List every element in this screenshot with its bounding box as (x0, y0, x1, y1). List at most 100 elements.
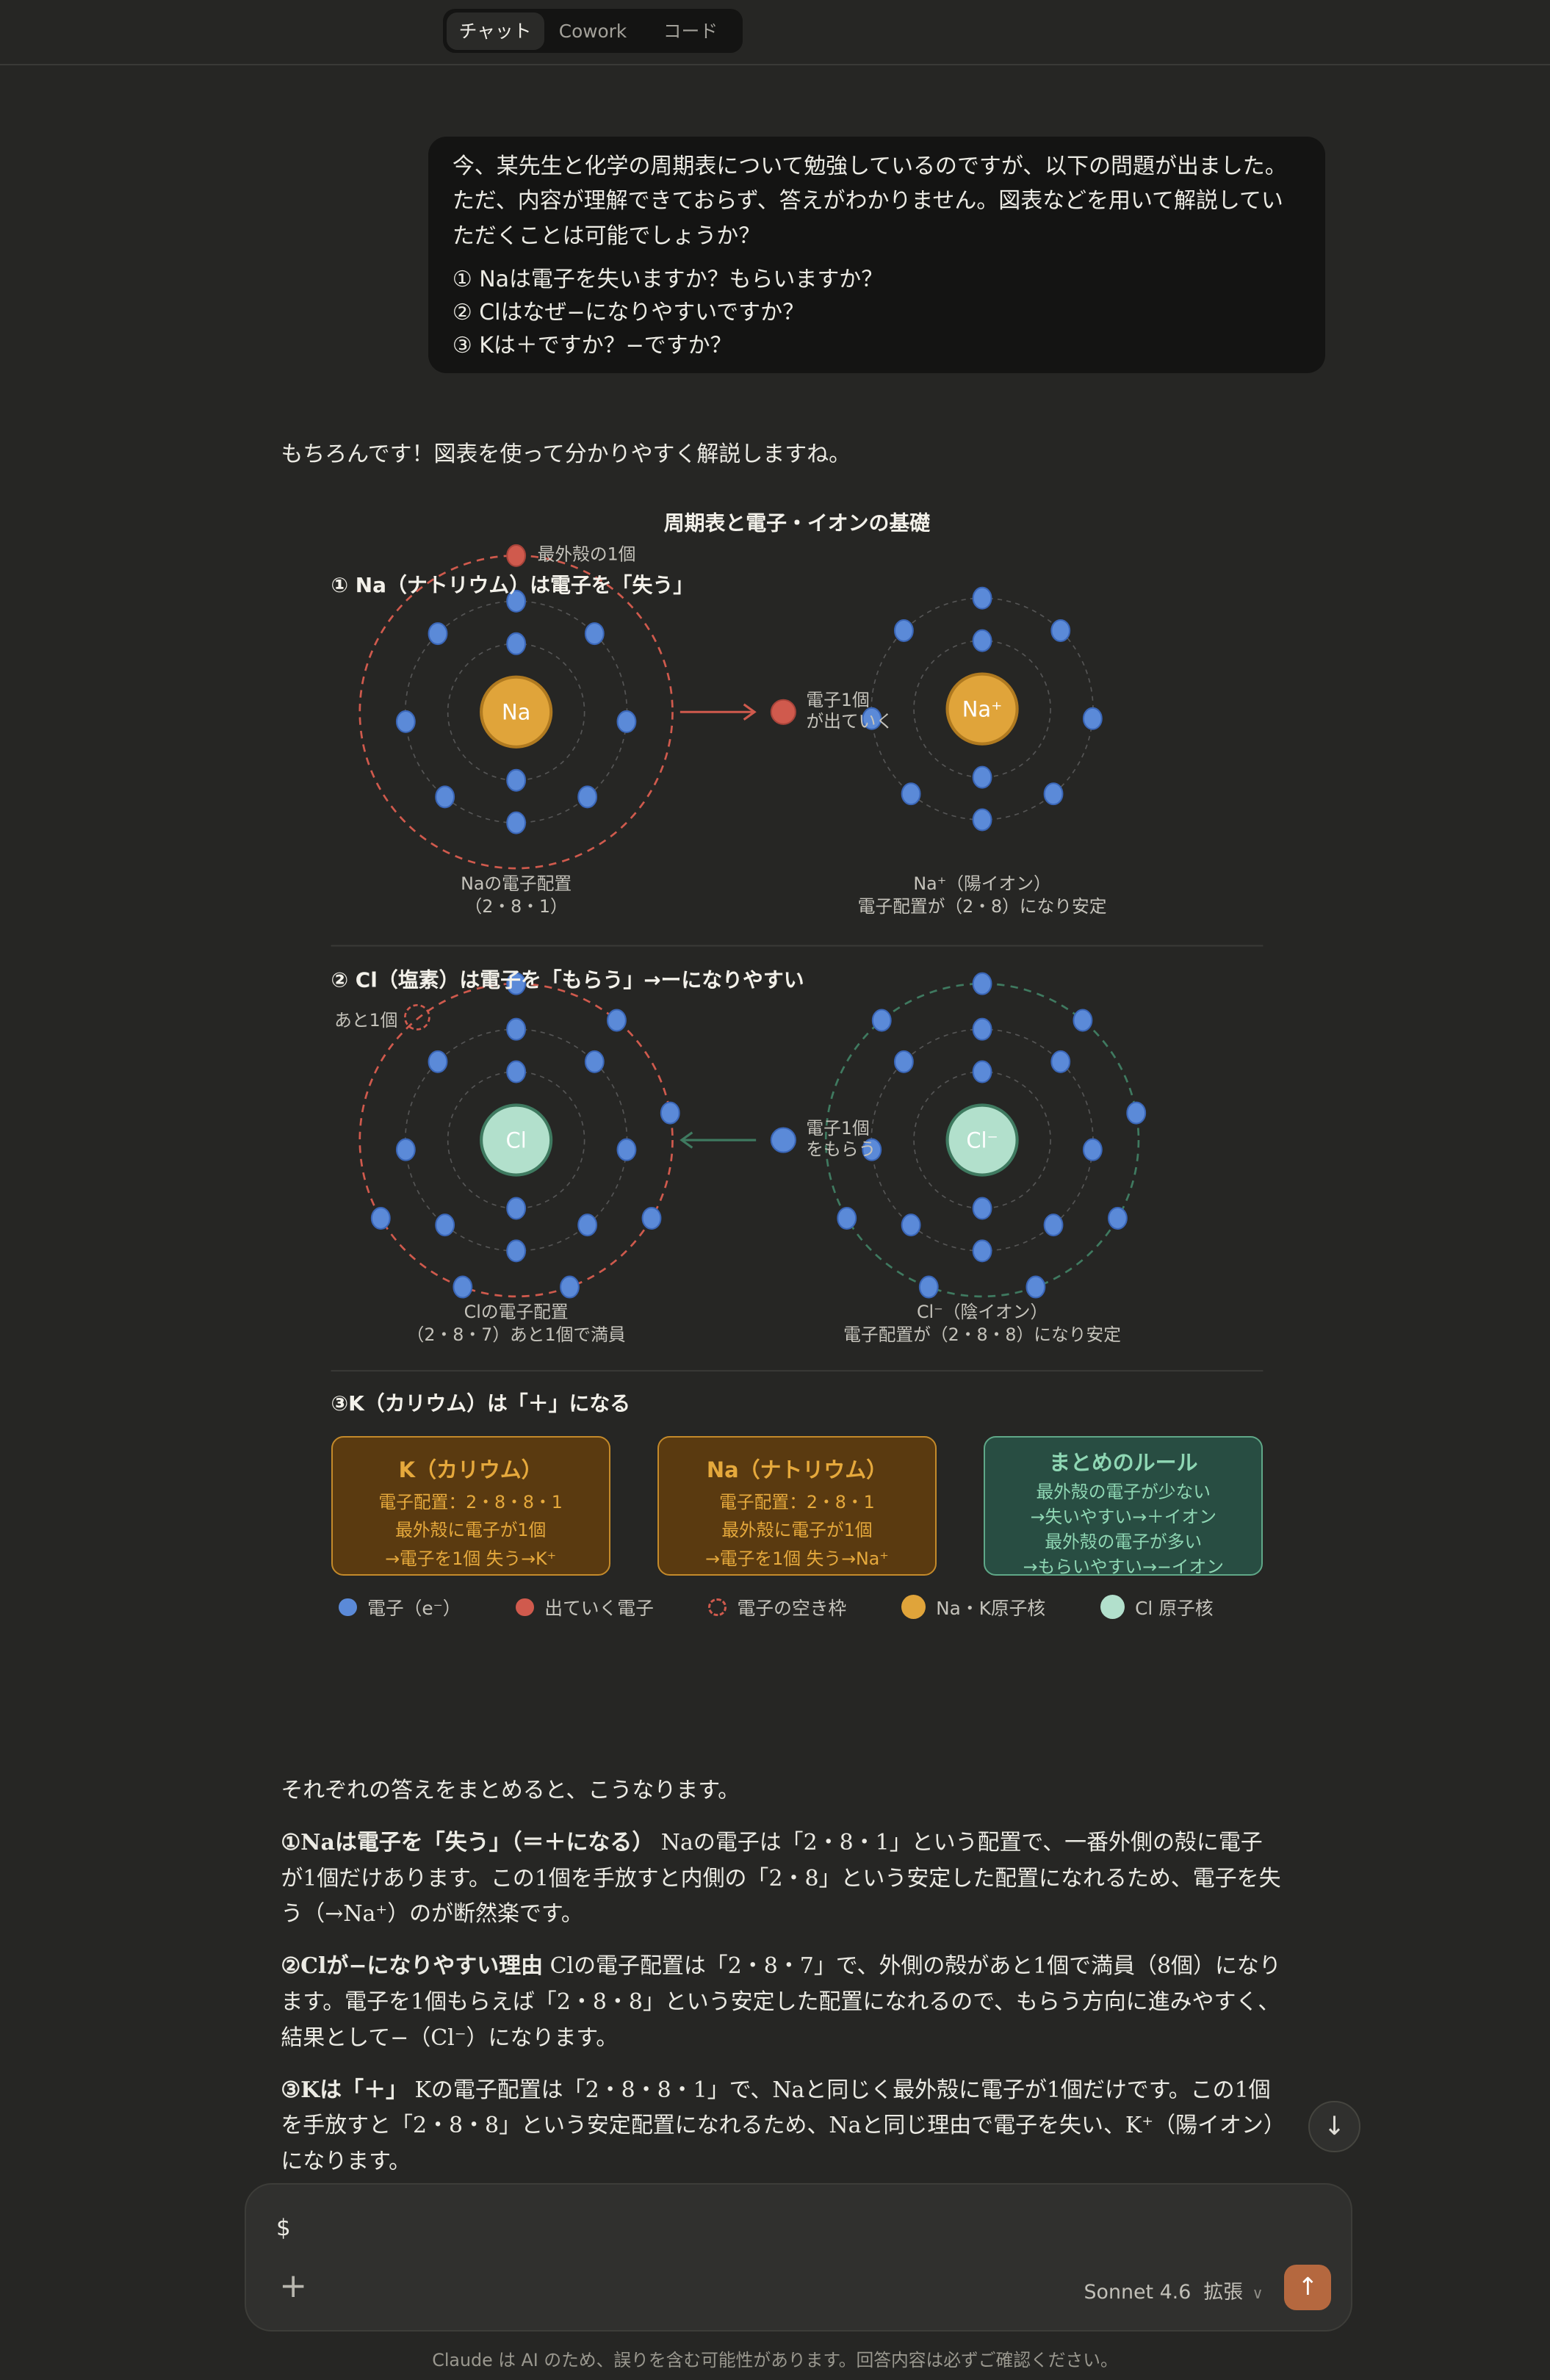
electron (506, 1017, 527, 1041)
answer-item-1: ①Naは電子を「失う」（＝＋になる） Naの電子は「2・8・1」という配置で、一… (281, 1825, 1283, 1933)
electron (862, 707, 882, 730)
tab-chat[interactable]: チャット (446, 12, 544, 51)
electron (506, 811, 527, 834)
legend-electron: 電子（e⁻） (338, 1594, 461, 1620)
card-line: 最外殻の電子が多い (1045, 1532, 1203, 1552)
card-sodium: Na（ナトリウム） 電子配置：2・8・1 最外殻に電子が1個 →電子を1個 失う… (657, 1436, 937, 1576)
electron (428, 1050, 448, 1073)
leaving-electron (770, 699, 796, 725)
composer[interactable]: $ + Sonnet 4.6 拡張 ∨ ↑ (244, 2182, 1353, 2332)
section3-title: ③K（カリウム）は「＋」になる (331, 1391, 631, 1416)
disclaimer: Claude は AI のため、誤りを含む可能性があります。回答内容は必ずご確認… (432, 2349, 1118, 2370)
card-line: →失いやすい→＋イオン (1030, 1506, 1217, 1527)
na-nucleus (480, 675, 553, 749)
tab-cowork[interactable]: Cowork (558, 20, 627, 42)
scroll-down-button[interactable]: ↓ (1308, 2101, 1360, 2153)
electron (871, 1009, 892, 1032)
cl-ion-shell-3 (824, 982, 1140, 1298)
answer-head: ①Naは電子を「失う」（＝＋になる） (281, 1830, 655, 1856)
cl-caption-1: Clの電子配置 (464, 1302, 569, 1322)
na-ion-caption-2: 電子配置が（2・8）になり安定 (858, 896, 1107, 917)
card-title: Na（ナトリウム） (706, 1457, 888, 1482)
incoming-electron (770, 1127, 796, 1153)
model-mode: 拡張 (1203, 2280, 1244, 2304)
answer-head: ③Kは「＋」 (281, 2077, 408, 2103)
legend-na-k: Na・K原子核 (901, 1594, 1046, 1620)
electron (506, 632, 527, 655)
legend-leaving: 出ていく電子 (515, 1594, 654, 1620)
legend-label: Na・K原子核 (936, 1597, 1046, 1619)
cl-swatch-icon (1100, 1595, 1125, 1620)
electron (1082, 707, 1103, 730)
chevron-down-icon: ∨ (1252, 2284, 1264, 2302)
electron (506, 589, 527, 613)
answer-lead: それぞれの答えをまとめると、こうなります。 (281, 1777, 740, 1803)
electron (972, 586, 992, 610)
na-caption-1: Naの電子配置 (461, 873, 572, 894)
electron (901, 782, 921, 806)
tab-code[interactable]: コード (663, 20, 718, 42)
question-3: ③ Kは＋ですか？−ですか？ (452, 333, 732, 359)
model-name: Sonnet 4.6 (1084, 2280, 1192, 2304)
electron (1043, 782, 1064, 806)
electron (395, 1138, 416, 1161)
legend-label: 電子（e⁻） (367, 1597, 461, 1619)
section1-title: ① Na（ナトリウム）は電子を「失う」 (331, 573, 694, 597)
na-caption-2: （2・8・1） (464, 896, 567, 917)
electron (1050, 619, 1071, 642)
question-2: ② Clはなぜ−になりやすいですか？ (452, 299, 805, 325)
electron (918, 1275, 939, 1299)
card-line: →電子を1個 失う→Na⁺ (705, 1548, 889, 1569)
na-symbol: Na (502, 700, 530, 725)
plus-icon[interactable]: + (279, 2266, 308, 2306)
cl-shell-3 (358, 982, 674, 1298)
electron (862, 1138, 882, 1161)
model-selector[interactable]: Sonnet 4.6 拡張 ∨ (1084, 2276, 1263, 2304)
electron (901, 1214, 921, 1237)
electron (972, 1239, 992, 1263)
arrow-up-icon: ↑ (1297, 2272, 1319, 2301)
electron (1050, 1050, 1071, 1073)
electron (1082, 1138, 1103, 1161)
na-ion-nucleus (945, 672, 1019, 746)
electron (972, 972, 992, 995)
na-shell-3 (358, 555, 674, 870)
electron (1025, 1275, 1046, 1299)
electron (641, 1206, 662, 1230)
cl-ion-caption-1: Cl⁻（陰イオン） (917, 1302, 1048, 1322)
electron (1107, 1206, 1128, 1230)
assistant-intro: もちろんです！図表を使って分かりやすく解説しますね。 (281, 441, 851, 468)
na-ion-caption-1: Na⁺（陽イオン） (913, 873, 1050, 894)
cl-nucleus (480, 1103, 553, 1177)
answer-body: Kの電子配置は「2・8・8・1」で、Naと同じく最外殻に電子が1個だけです。この… (281, 2077, 1275, 2174)
electron (577, 785, 598, 809)
cl-caption-2: （2・8・7）あと1個で満員 (407, 1324, 626, 1345)
electron (506, 1239, 527, 1263)
electron (1073, 1009, 1093, 1032)
answer-body: Naの電子は「2・8・1」という配置で、一番外側の殻に電子が1個だけあります。こ… (281, 1830, 1281, 1928)
electron (395, 710, 416, 733)
message-input[interactable]: $ (276, 2215, 291, 2242)
card-line: →電子を1個 失う→K⁺ (385, 1548, 557, 1569)
electron (837, 1206, 857, 1230)
gain-arrow-head (680, 1131, 693, 1149)
legend-label: Cl 原子核 (1135, 1597, 1214, 1619)
arrow-down-icon: ↓ (1323, 2111, 1346, 2142)
lose-label-2: が出ていく (806, 711, 893, 732)
card-line: 電子配置：2・8・8・1 (378, 1492, 563, 1513)
electron (577, 1214, 598, 1237)
card-line: 電子配置：2・8・1 (719, 1492, 875, 1513)
card-title: K（カリウム） (398, 1457, 543, 1482)
top-bar (0, 0, 1550, 65)
electron (1043, 1214, 1064, 1237)
electron (972, 1197, 992, 1220)
legend-label: 出ていく電子 (544, 1597, 654, 1619)
legend-label: 電子の空き枠 (737, 1597, 847, 1619)
electron (972, 1017, 992, 1041)
electron (972, 629, 992, 652)
answer-item-3: ③Kは「＋」 Kの電子配置は「2・8・8・1」で、Naと同じく最外殻に電子が1個… (281, 2073, 1283, 2180)
leaving-swatch-icon (515, 1598, 534, 1617)
send-button[interactable]: ↑ (1284, 2265, 1332, 2311)
